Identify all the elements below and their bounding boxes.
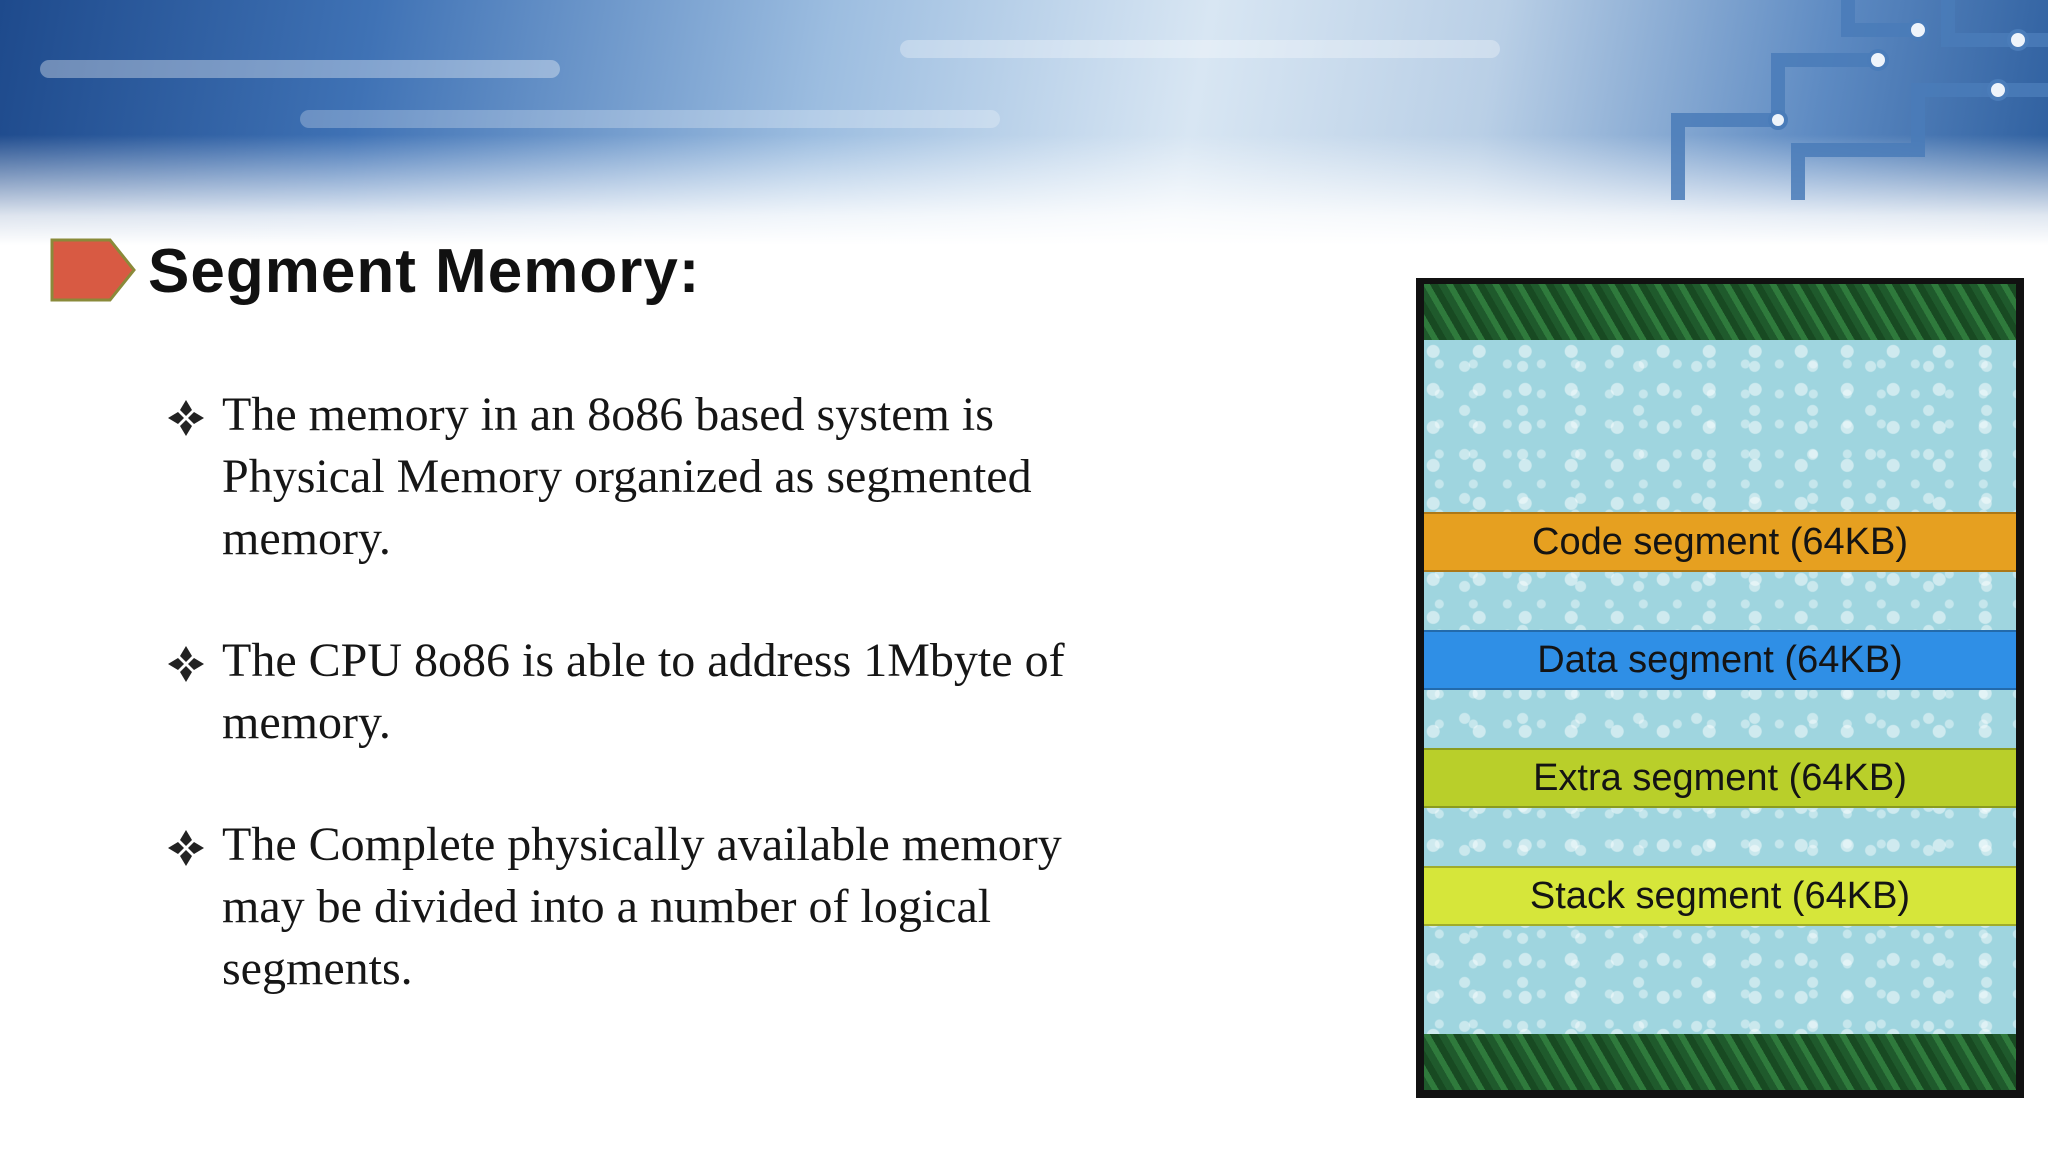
title-arrow-icon bbox=[50, 238, 136, 302]
header-banner bbox=[0, 0, 2048, 245]
bullet-item: The CPU 8o86 is able to address 1Mbyte o… bbox=[160, 630, 1210, 754]
bullet-text: The CPU 8o86 is able to address 1Mbyte o… bbox=[222, 634, 1065, 749]
bullet-item: The memory in an 8o86 based system is Ph… bbox=[160, 384, 1210, 570]
bullet-text: The Complete physically available memory… bbox=[222, 818, 1062, 995]
diamond-dots-icon bbox=[168, 830, 204, 866]
code-segment-band: Code segment (64KB) bbox=[1424, 512, 2016, 572]
segment-memory-figure: Code segment (64KB) Data segment (64KB) … bbox=[1416, 278, 2024, 1098]
segment-memory-map: Code segment (64KB) Data segment (64KB) … bbox=[1424, 284, 2016, 1090]
slide-title: Segment Memory: bbox=[148, 237, 701, 306]
extra-segment-band: Extra segment (64KB) bbox=[1424, 748, 2016, 808]
circuit-board-graphic bbox=[1671, 0, 2048, 200]
title-arrow-shape bbox=[50, 238, 136, 302]
bullet-text: The memory in an 8o86 based system is Ph… bbox=[222, 388, 1032, 565]
diamond-dots-icon bbox=[168, 400, 204, 436]
data-segment-band: Data segment (64KB) bbox=[1424, 630, 2016, 690]
diamond-dots-icon bbox=[168, 646, 204, 682]
bullet-item: The Complete physically available memory… bbox=[160, 814, 1210, 1000]
bottom-green-band bbox=[1424, 1034, 2016, 1090]
stack-segment-band: Stack segment (64KB) bbox=[1424, 866, 2016, 926]
top-green-band bbox=[1424, 284, 2016, 340]
bullet-list: The memory in an 8o86 based system is Ph… bbox=[160, 384, 1210, 1060]
